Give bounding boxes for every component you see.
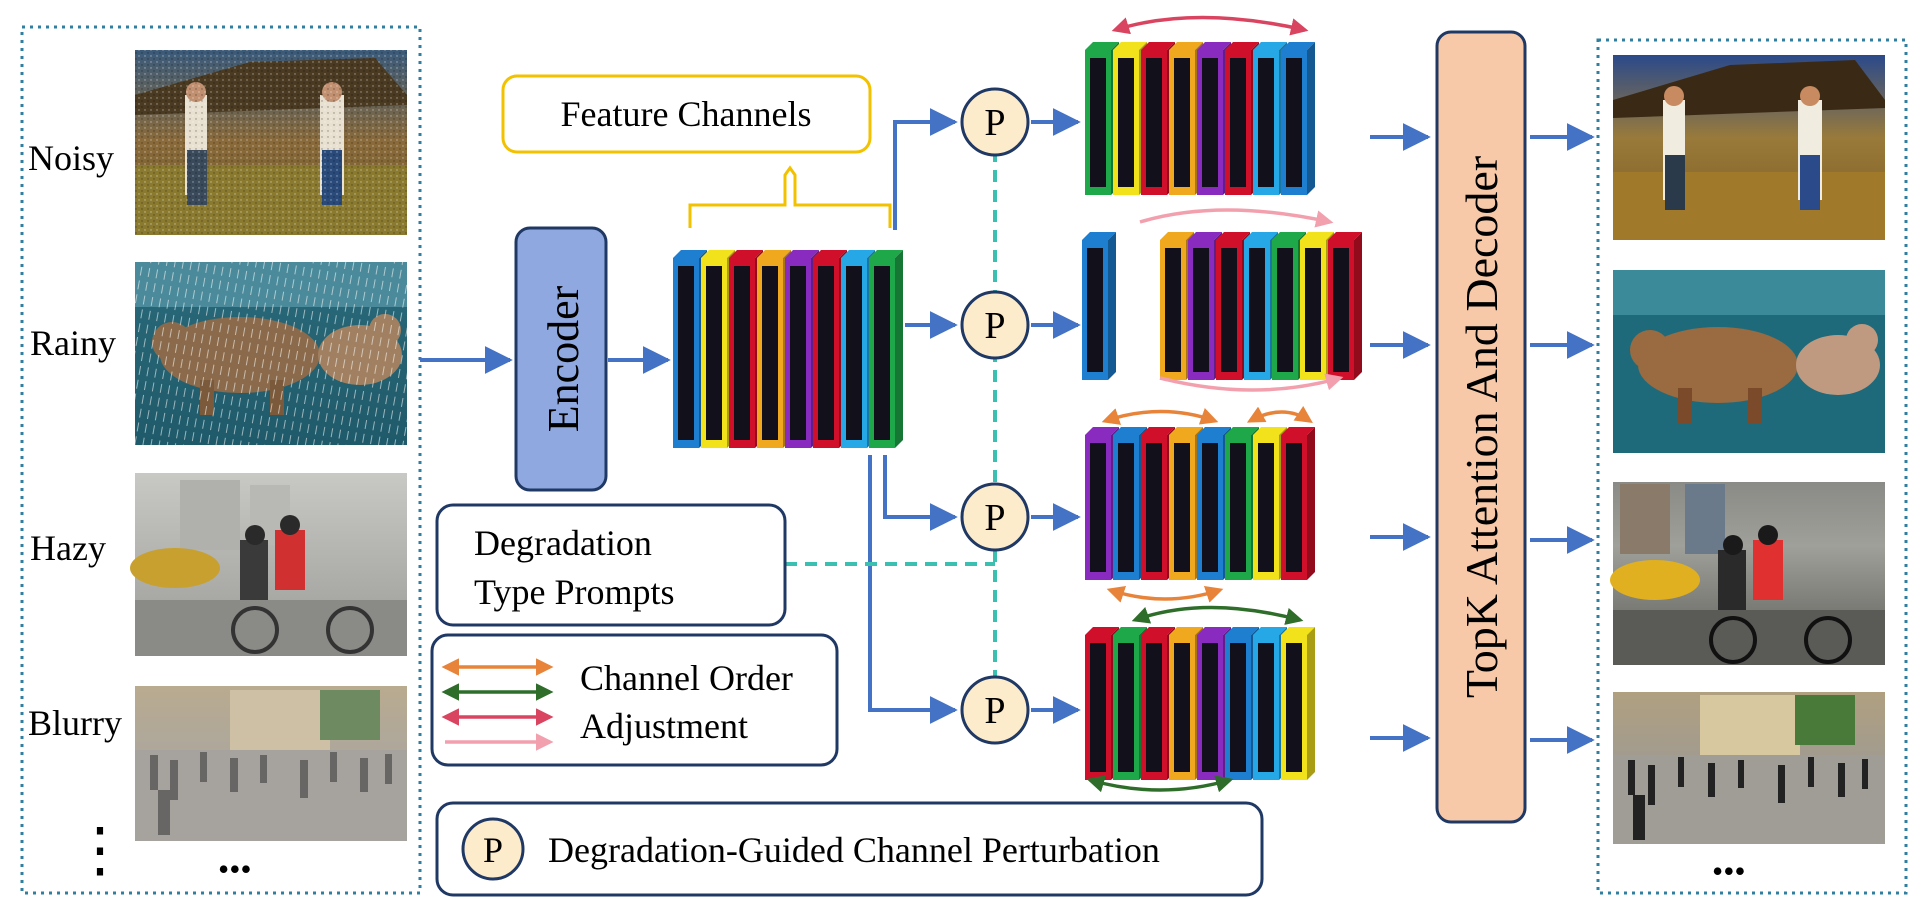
channel-order-legend-box: Channel Order Adjustment	[430, 633, 839, 767]
perturbation-node-3: P	[960, 482, 1030, 552]
feature-channels-label-box: Feature Channels	[501, 74, 872, 154]
legend-p-circle	[461, 817, 525, 881]
row1-channel-5	[1197, 42, 1231, 195]
row1-channel-8	[1281, 42, 1315, 195]
noisy-image	[135, 50, 407, 235]
svg-text:P: P	[483, 830, 503, 870]
encoder-block: Encoder	[514, 226, 608, 492]
output-more-horizontal: •••	[1712, 853, 1746, 889]
perturbed-channel-stacks	[1082, 42, 1362, 780]
svg-text:Encoder: Encoder	[539, 285, 588, 432]
decoder-to-output-arrows	[1530, 123, 1595, 754]
perturbation-node-4: P	[960, 675, 1030, 745]
feature-channel-8	[869, 250, 903, 448]
input-label-hazy: Hazy	[30, 528, 106, 568]
stack-order-arrows	[1086, 15, 1344, 793]
svg-text:P: P	[984, 497, 1005, 539]
svg-text:Feature Channels: Feature Channels	[561, 94, 812, 134]
degradation-prompts-box: Degradation Type Prompts	[435, 503, 787, 627]
svg-text:P: P	[984, 305, 1005, 347]
perturbation-to-stack-arrows	[1031, 108, 1081, 724]
legend-line2: Adjustment	[580, 706, 748, 746]
input-label-noisy: Noisy	[28, 138, 114, 178]
svg-text:TopK Attention And Decoder: TopK Attention And Decoder	[1456, 156, 1507, 698]
svg-text:Blurry: Blurry	[28, 703, 122, 743]
row1-channel-7	[1253, 42, 1287, 195]
output-image-cowboys	[1613, 55, 1885, 240]
perturbation-nodes: P P P P	[960, 87, 1030, 745]
feature-channel-stack	[673, 250, 903, 448]
perturbation-legend-box: P Degradation-Guided Channel Perturbatio…	[435, 801, 1264, 897]
features-to-perturbation-arrows	[868, 108, 958, 724]
perturbation-node-2: P	[960, 290, 1030, 360]
svg-text:P: P	[984, 102, 1005, 144]
input-more-vertical: ⋮	[70, 817, 130, 883]
blurry-image	[135, 686, 407, 841]
row4-channel-8	[1281, 627, 1315, 780]
output-image-bears	[1613, 270, 1885, 453]
svg-text:P: P	[984, 690, 1005, 732]
input-label-rainy: Rainy	[30, 323, 116, 363]
row4-channel-1	[1085, 627, 1119, 780]
hazy-image	[130, 473, 407, 656]
svg-text:Rainy: Rainy	[30, 323, 116, 363]
rainy-image	[135, 262, 407, 445]
legend-line1: Channel Order	[580, 658, 793, 698]
row3-channel-7	[1253, 427, 1287, 580]
row2-channel-7	[1328, 232, 1362, 380]
row3-channel-8	[1281, 427, 1315, 580]
stacks-to-decoder-arrows	[1370, 123, 1431, 752]
perturbation-node-1: P	[960, 87, 1030, 157]
output-image-plaza	[1613, 692, 1885, 844]
decoder-block: TopK Attention And Decoder	[1435, 30, 1527, 824]
input-label-blurry: Blurry	[28, 703, 122, 743]
row2-channel-isolated	[1082, 232, 1116, 380]
svg-text:Degradation: Degradation	[474, 523, 652, 563]
svg-text:Type Prompts: Type Prompts	[474, 572, 674, 612]
output-image-street	[1610, 482, 1885, 665]
output-panel-border	[1596, 38, 1908, 895]
feature-channels-brace	[688, 165, 892, 228]
input-more-horizontal: •••	[218, 851, 252, 887]
legend-p-caption: Degradation-Guided Channel Perturbation	[548, 830, 1160, 870]
prompt-connector-dashed	[785, 150, 997, 683]
svg-text:Noisy: Noisy	[28, 138, 114, 178]
svg-text:Hazy: Hazy	[30, 528, 106, 568]
